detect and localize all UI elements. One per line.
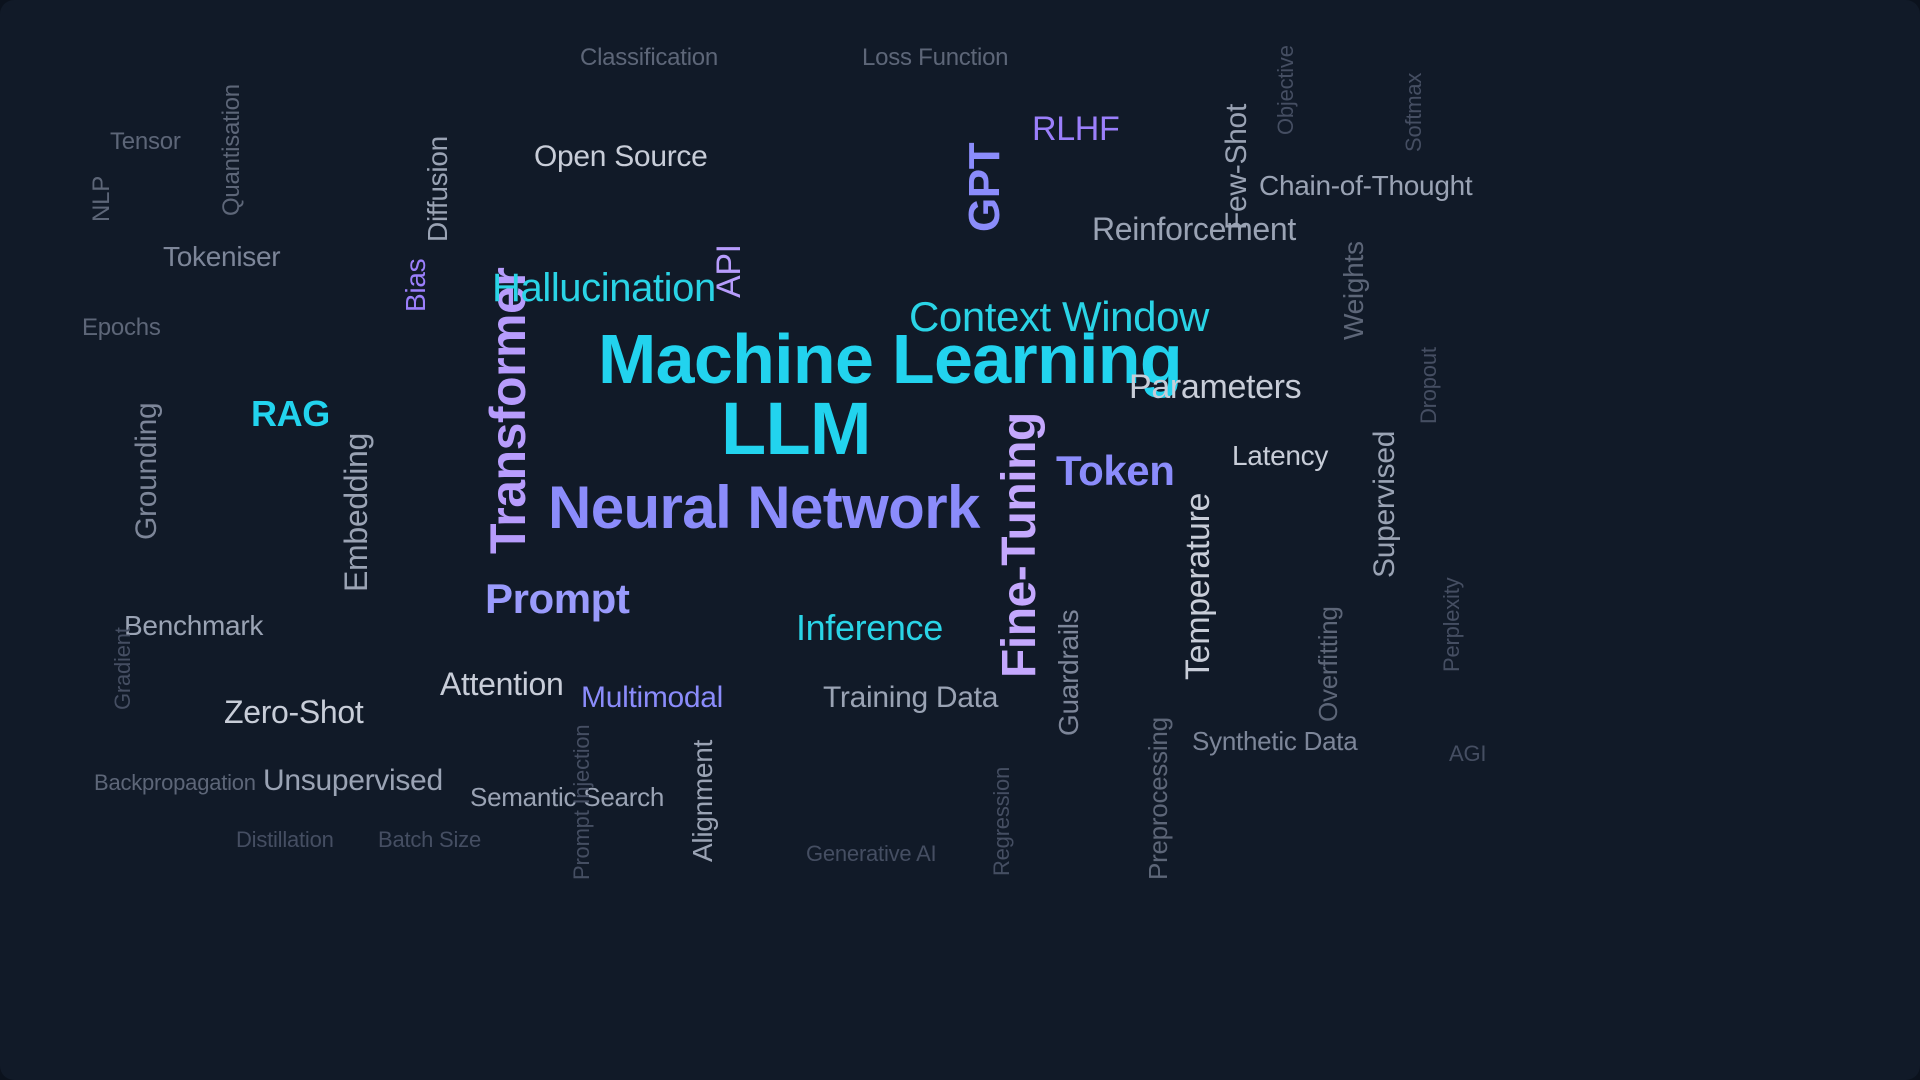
cloud-word-semantic-search: Semantic Search [470,782,665,812]
cloud-word-training-data: Training Data [823,681,999,714]
cloud-word-tokeniser: Tokeniser [163,241,281,272]
cloud-word-agi: AGI [1449,741,1487,766]
cloud-word-unsupervised: Unsupervised [263,764,443,797]
cloud-word-prompt-injection: Prompt Injection [569,724,594,880]
cloud-word-overfitting: Overfitting [1313,606,1343,722]
cloud-word-guardrails: Guardrails [1053,609,1084,736]
cloud-word-transformer: Transformer [480,267,536,554]
cloud-word-grounding: Grounding [130,402,163,540]
cloud-word-quantisation: Quantisation [218,84,245,216]
cloud-word-fine-tuning: Fine-Tuning [993,412,1046,678]
cloud-word-weights: Weights [1338,241,1369,340]
cloud-word-attention: Attention [440,666,564,702]
cloud-word-preprocessing: Preprocessing [1143,717,1173,880]
cloud-word-gradient: Gradient [110,627,135,710]
cloud-word-tensor: Tensor [110,128,181,155]
cloud-word-context-window: Context Window [909,293,1209,340]
cloud-word-alignment: Alignment [687,740,718,862]
cloud-word-backpropagation: Backpropagation [94,770,256,795]
cloud-word-chain-of-thought: Chain-of-Thought [1259,170,1473,201]
cloud-word-open-source: Open Source [534,140,708,173]
cloud-word-rlhf: RLHF [1032,110,1120,148]
cloud-word-regression: Regression [989,766,1014,876]
cloud-word-diffusion: Diffusion [422,136,453,242]
cloud-word-api: API [710,244,748,298]
cloud-word-gpt: GPT [960,142,1009,232]
cloud-word-objective: Objective [1273,45,1298,135]
cloud-word-reinforcement: Reinforcement [1092,211,1296,247]
cloud-word-distillation: Distillation [236,827,334,852]
cloud-word-machine-learning: Machine Learning [598,320,1183,398]
cloud-word-latency: Latency [1232,440,1329,471]
cloud-word-prompt: Prompt [485,575,630,622]
cloud-word-parameters: Parameters [1129,368,1302,406]
cloud-word-generative-ai: Generative AI [806,841,937,866]
cloud-word-supervised: Supervised [1368,430,1401,578]
cloud-word-bias: Bias [400,258,431,312]
cloud-word-zero-shot: Zero-Shot [224,694,364,730]
cloud-word-few-shot: Few-Shot [1220,104,1253,230]
cloud-word-embedding: Embedding [338,432,374,592]
cloud-word-epochs: Epochs [82,314,161,341]
cloud-word-classification: Classification [580,44,719,71]
cloud-word-nlp: NLP [88,176,115,222]
cloud-word-neural-network: Neural Network [548,474,980,541]
cloud-word-temperature: Temperature [1179,492,1217,680]
cloud-word-multimodal: Multimodal [581,681,724,714]
cloud-word-token: Token [1056,447,1175,494]
cloud-word-hallucination: Hallucination [492,266,716,310]
cloud-word-softmax: Softmax [1401,72,1426,152]
cloud-word-llm: LLM [721,387,872,470]
cloud-word-rag: RAG [251,393,330,434]
cloud-word-dropout: Dropout [1416,347,1441,424]
cloud-word-perplexity: Perplexity [1439,577,1464,672]
cloud-word-loss-function: Loss Function [862,44,1009,71]
cloud-word-inference: Inference [796,607,943,648]
cloud-word-batch-size: Batch Size [378,827,481,852]
cloud-word-synthetic-data: Synthetic Data [1192,726,1358,756]
cloud-word-benchmark: Benchmark [124,610,264,641]
